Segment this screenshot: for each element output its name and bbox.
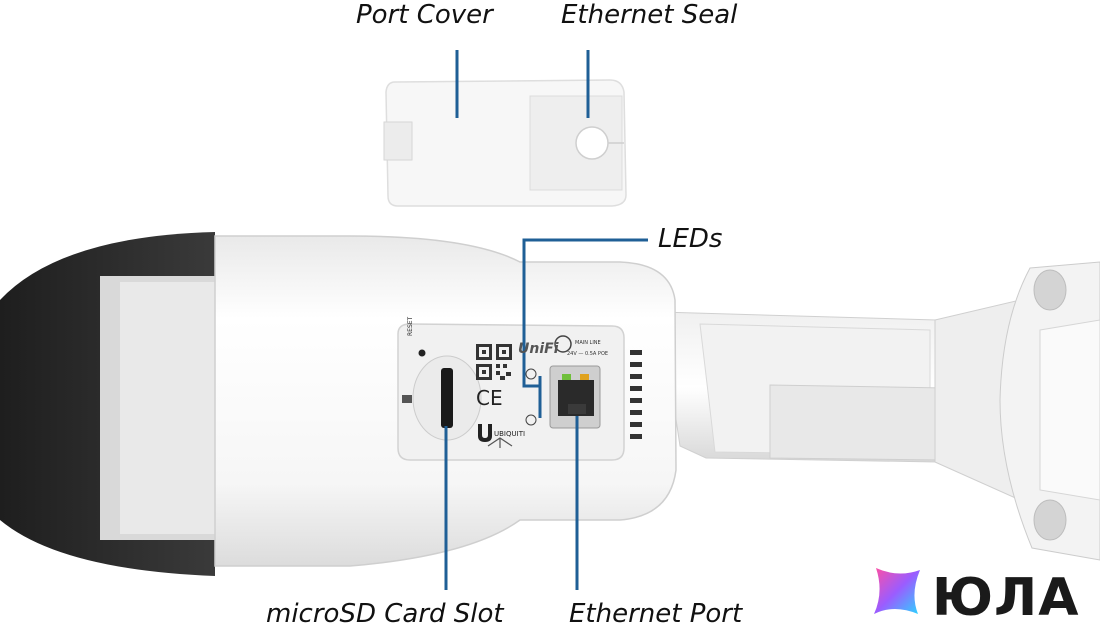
rating-text: 24V — 0.5A POE: [567, 351, 609, 357]
ethernet-seal-label: Ethernet Seal: [561, 0, 738, 30]
callout-lines: [444, 50, 648, 590]
vent-bars: [630, 350, 642, 439]
camera-hood: [0, 232, 215, 576]
yula-logo-text: ЮЛА: [932, 568, 1080, 628]
leds-label: LEDs: [658, 224, 723, 254]
ce-mark: CE: [476, 386, 503, 410]
qr-code: [476, 344, 512, 380]
model-text: MAIN LINE: [575, 340, 601, 346]
leds-leader: [522, 238, 648, 388]
mount-arm: [659, 299, 1041, 501]
yula-logo-mark: [874, 568, 920, 614]
unifi-text: UniFi: [518, 341, 559, 357]
ubiquiti-logo-mark: [478, 424, 492, 442]
microsd-card-slot-label: microSD Card Slot: [266, 599, 504, 629]
connector-panel: [397, 323, 642, 461]
ethernet-port-label: Ethernet Port: [569, 599, 743, 629]
ethernet-seal-part: [575, 126, 624, 160]
port-cover-label: Port Cover: [356, 0, 493, 30]
reset-button: [418, 349, 426, 357]
ubiquiti-text: UBIQUITI: [494, 430, 526, 438]
microsd-slot: [441, 368, 453, 428]
wall-mount-plate: [999, 261, 1100, 561]
reset-label: RESET: [407, 316, 414, 336]
